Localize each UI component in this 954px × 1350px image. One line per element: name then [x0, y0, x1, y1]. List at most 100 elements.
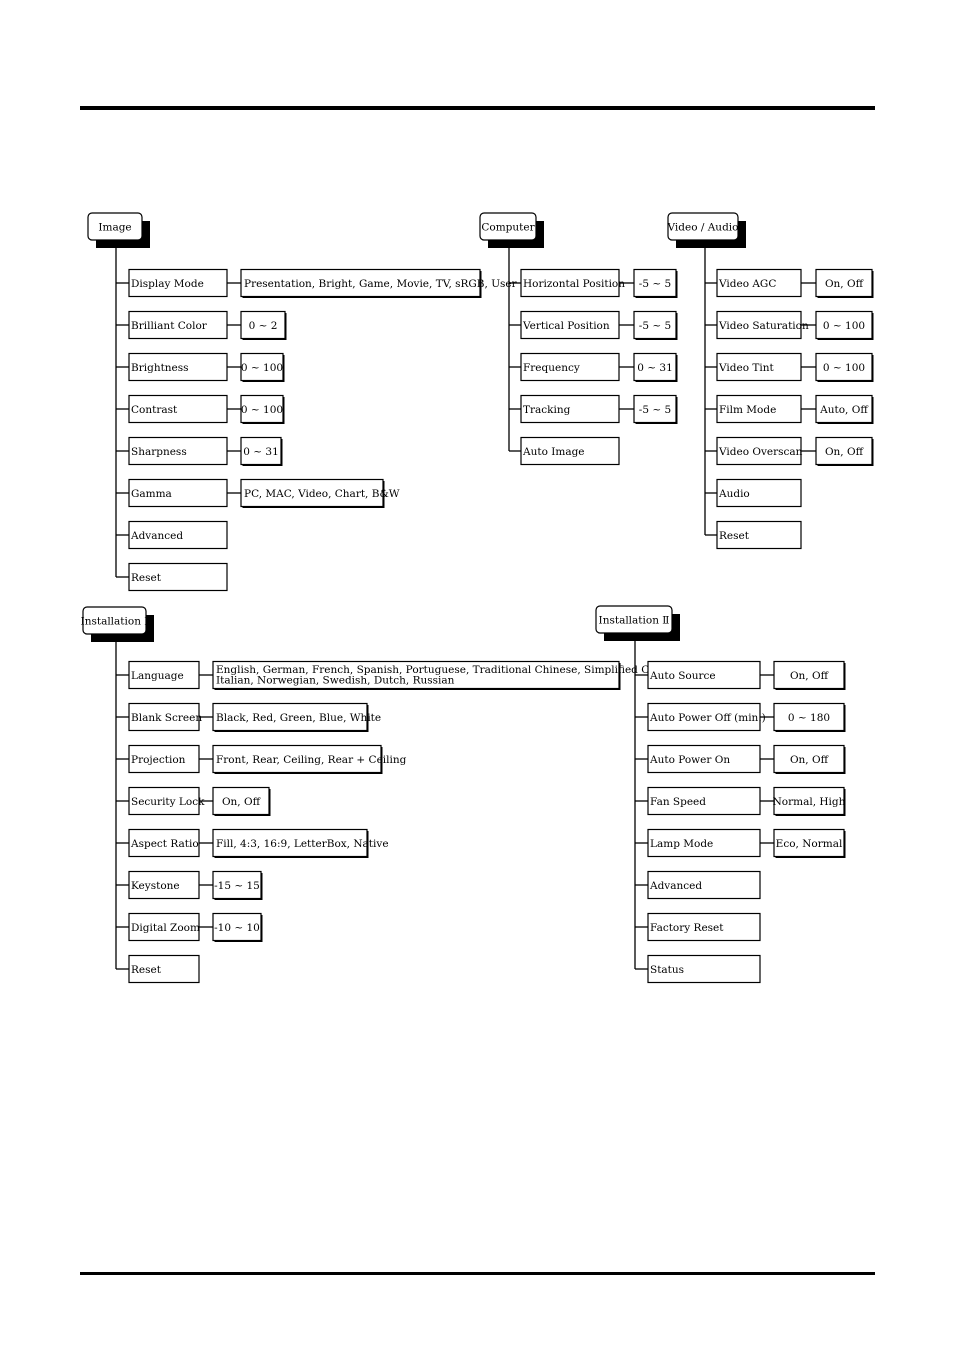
item-box	[128, 520, 228, 550]
option-values: Normal, High	[773, 796, 846, 808]
menu-item-auto-image: Auto Image	[509, 436, 620, 466]
option-values: 0 ~ 31	[243, 446, 279, 458]
item-label: Auto Power Off (min.)	[649, 712, 766, 724]
item-box	[128, 912, 200, 942]
option-box	[240, 394, 284, 424]
option-values: Eco, Normal	[776, 838, 843, 850]
item-box	[128, 870, 200, 900]
option-values: -5 ~ 5	[639, 320, 671, 332]
item-box	[716, 268, 802, 298]
item-box	[128, 268, 228, 298]
item-label: Status	[650, 964, 684, 976]
item-label: Keystone	[131, 880, 180, 892]
option-box	[773, 660, 845, 690]
option-box	[815, 310, 873, 340]
item-box	[128, 562, 228, 592]
option-box	[633, 310, 677, 340]
menu-item-audio: Audio	[705, 478, 802, 508]
item-label: Fan Speed	[650, 796, 706, 808]
option-box	[815, 394, 873, 424]
option-box	[815, 268, 873, 298]
option-values: 0 ~ 100	[823, 320, 865, 332]
menu-item-fan-speed: Fan Speed Normal, High	[635, 786, 846, 816]
item-label: Projection	[131, 754, 186, 766]
menu-item-gamma: Gamma PC, MAC, Video, Chart, B&W	[116, 478, 400, 508]
option-values: Fill, 4:3, 16:9, LetterBox, Native	[216, 838, 389, 850]
item-box	[520, 352, 620, 382]
item-label: Language	[131, 670, 184, 682]
menu-item-factory-reset: Factory Reset	[635, 912, 761, 942]
option-values: On, Off	[825, 446, 865, 458]
item-label: Sharpness	[131, 446, 187, 458]
item-box	[520, 310, 620, 340]
option-values: PC, MAC, Video, Chart, B&W	[244, 488, 400, 500]
item-label: Advanced	[130, 530, 183, 542]
item-label: Brilliant Color	[131, 320, 208, 332]
menu-item-reset: Reset	[705, 520, 802, 550]
menu-item-video-overscan: Video Overscan On, Off	[705, 436, 874, 466]
item-box	[647, 702, 761, 732]
option-values: 0 ~ 180	[788, 712, 830, 724]
item-box	[128, 744, 200, 774]
item-label: Horizontal Position	[523, 278, 625, 290]
menu-header-box	[667, 212, 739, 241]
item-label: Lamp Mode	[650, 838, 713, 850]
item-box	[128, 394, 228, 424]
item-box	[128, 660, 200, 690]
menu-header-title: Video / Audio	[667, 222, 739, 234]
menu-header-title: Installation Ⅱ	[599, 615, 670, 627]
option-box	[240, 478, 384, 508]
option-values: 0 ~ 31	[637, 362, 673, 374]
item-label: Auto Image	[522, 446, 585, 458]
menu-header-box	[87, 212, 143, 241]
item-box	[647, 954, 761, 984]
option-values: Auto, Off	[819, 404, 869, 416]
menu-header-box	[82, 606, 147, 635]
item-box	[647, 912, 761, 942]
item-label: Reset	[719, 530, 750, 542]
menu-item-lamp-mode: Lamp Mode Eco, Normal	[635, 828, 846, 858]
item-label: Security Lock	[131, 796, 205, 808]
item-label: Factory Reset	[650, 922, 724, 934]
option-values: Presentation, Bright, Game, Movie, TV, s…	[244, 278, 518, 290]
item-label: Gamma	[131, 488, 172, 500]
item-label: Video Saturation	[718, 320, 809, 332]
item-box	[716, 352, 802, 382]
item-label: Video AGC	[718, 278, 776, 290]
menu-item-sharpness: Sharpness 0 ~ 31	[116, 436, 283, 466]
item-box	[128, 828, 200, 858]
item-label: Contrast	[131, 404, 178, 416]
bottom-rule	[80, 1272, 875, 1275]
option-box	[240, 268, 481, 298]
item-box	[128, 478, 228, 508]
item-label: Reset	[131, 964, 162, 976]
item-box	[716, 310, 802, 340]
menu-header-title: Computer	[481, 222, 535, 234]
option-values: 0 ~ 100	[241, 362, 283, 374]
option-values: On, Off	[790, 754, 830, 766]
option-box	[212, 870, 262, 900]
item-label: Video Overscan	[718, 446, 803, 458]
menu-item-tracking: Tracking-5 ~ 5	[509, 394, 678, 424]
menu-item-digital-zoom: Digital Zoom-10 ~ 10	[116, 912, 263, 942]
menu-header-title: Image	[98, 222, 131, 234]
menu-header-title: Installation I	[81, 616, 149, 628]
menu-item-keystone: Keystone-15 ~ 15	[116, 870, 263, 900]
option-box	[773, 744, 845, 774]
item-label: Vertical Position	[522, 320, 610, 332]
menu-item-advanced: Advanced	[635, 870, 761, 900]
option-values: 0 ~ 100	[823, 362, 865, 374]
